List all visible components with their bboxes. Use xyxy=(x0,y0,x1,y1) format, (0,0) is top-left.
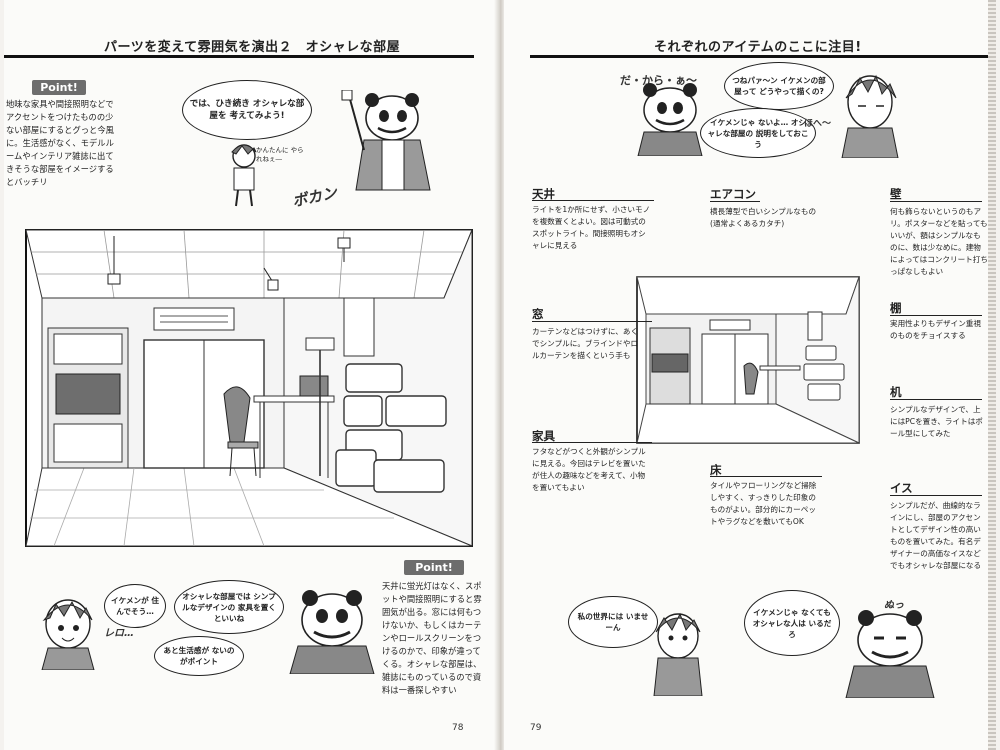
text-hohe: ほへ〜 xyxy=(804,119,832,129)
label-shelf: 棚 xyxy=(890,301,902,315)
leader-window xyxy=(532,321,652,322)
text-chair: シンプルだが、曲線的なラインにし、部屋のアクセントとしてデザイン性の高いものを置… xyxy=(890,501,982,570)
leader-ceiling xyxy=(532,200,654,201)
speech-bubble-ikemen: イケメンが 住んでそう… xyxy=(104,584,166,628)
page-edge xyxy=(988,0,996,750)
leader-aircon xyxy=(710,201,760,202)
text-furniture: フタなどがつくと外観がシンプルに見える。今回はテレビを置いたが住人の趣味などを考… xyxy=(532,447,646,492)
page-79: それぞれのアイテムのここに注目! だ・から・ぁ〜 つねパァ〜ン イケメンの部屋っ… xyxy=(504,0,996,750)
boy-character-bottom-right xyxy=(653,612,703,696)
speech-bubble-seikatsu: あと生活感が ないのがポイント xyxy=(154,636,244,676)
leader-shelf xyxy=(890,315,982,316)
speech-bubble-tsune: つねパァ〜ン イケメンの部屋って どうやって描くの? xyxy=(724,62,834,110)
text-wall: 何も飾らないというのもアリ。ポスターなどを貼ってもいいが、額はシンプルなものに、… xyxy=(890,207,988,276)
page-heading-left: パーツを変えて雰囲気を演出２ オシャレな部屋 xyxy=(104,40,401,55)
page-number-left: 78 xyxy=(452,723,464,733)
room-illustration-main xyxy=(25,229,473,547)
point-badge-bottom: Point! xyxy=(404,560,464,575)
boy-character-top-right xyxy=(841,74,899,158)
text-aircon: 横長薄型で白いシンプルなもの(通常よくあるカタチ) xyxy=(710,207,817,228)
text-desk: シンプルなデザインで、上にはPCを置き、ライトはポール型にしてみた xyxy=(890,405,983,438)
text-dakara: だ・から・ぁ〜 xyxy=(620,74,697,87)
leader-furniture xyxy=(532,442,652,443)
book-gutter xyxy=(494,0,506,750)
panda-character-cape xyxy=(341,90,431,191)
text-shelf: 実用性よりもデザイン重視のものをチョイスする xyxy=(890,319,981,340)
leader-chair xyxy=(890,495,982,496)
label-furniture: 家具 xyxy=(532,429,555,443)
page-number-right: 79 xyxy=(530,723,542,733)
label-wall: 壁 xyxy=(890,187,902,201)
panda-character-bottom-right xyxy=(845,610,935,698)
page-heading-right: それぞれのアイテムのここに注目! xyxy=(654,40,862,55)
text-floor: タイルやフローリングなど掃除しやすく、すっきりした印象のものがよい。部分的にカー… xyxy=(710,481,817,526)
speech-bubble-intro: では、ひき続き オシャレな部屋を 考えてみよう! xyxy=(182,80,312,140)
heading-rule-left xyxy=(4,55,474,58)
boy-character-bottom xyxy=(41,599,95,670)
panda-character-top xyxy=(637,83,703,156)
speech-bubble-oshare: オシャレな部屋では シンプルなデザインの 家具を置くといいね xyxy=(174,580,284,634)
label-floor: 床 xyxy=(710,463,722,477)
intro-text: 地味な家具や間接照明などでアクセントをつけたものの少ない部屋にするとグっと今風に… xyxy=(6,99,114,187)
text-window: カーテンなどはつけずに、あくまでシンプルに。ブラインドやロールカーテンを描くとい… xyxy=(532,327,646,360)
speech-bubble-sekai: 私の世界には いませーん xyxy=(568,596,658,648)
point-text: 天井に蛍光灯はなく、スポットや間接照明にすると雰囲気が出る。窓には何もつけないか… xyxy=(382,581,482,695)
label-window: 窓 xyxy=(532,307,544,321)
leader-wall xyxy=(890,201,982,202)
point-badge-top: Point! xyxy=(32,80,86,95)
label-desk: 机 xyxy=(890,385,902,399)
leader-desk xyxy=(890,399,982,400)
page-78: パーツを変えて雰囲気を演出２ オシャレな部屋 Point! 地味な家具や間接照明… xyxy=(4,0,496,750)
sfx-bon: ボカン xyxy=(290,183,339,211)
label-chair: イス xyxy=(890,481,913,495)
heading-rule-right xyxy=(530,55,996,58)
leader-floor xyxy=(710,476,822,477)
sfx-nu: ぬっ xyxy=(884,600,904,611)
panda-character-bottom xyxy=(289,590,375,674)
boy-character-small xyxy=(231,144,257,207)
label-ceiling: 天井 xyxy=(532,187,555,201)
label-aircon: エアコン xyxy=(710,187,756,201)
sfx-rero: レロ… xyxy=(104,628,134,639)
small-aside-text: かんたんに やられねぇ― xyxy=(256,146,304,163)
speech-bubble-ikemenja: イケメンじゃ ないよ… オシャレな部屋の 説明をしておこう xyxy=(700,108,816,158)
speech-bubble-ikemenja-nakute: イケメンじゃ なくても オシャレな人は いるだろ xyxy=(744,590,840,656)
room-illustration-diagram xyxy=(636,276,860,444)
text-ceiling: ライトを1か所にせず、小さいモノを複数置くとよい。図は可動式のスポットライト。間… xyxy=(532,205,651,250)
